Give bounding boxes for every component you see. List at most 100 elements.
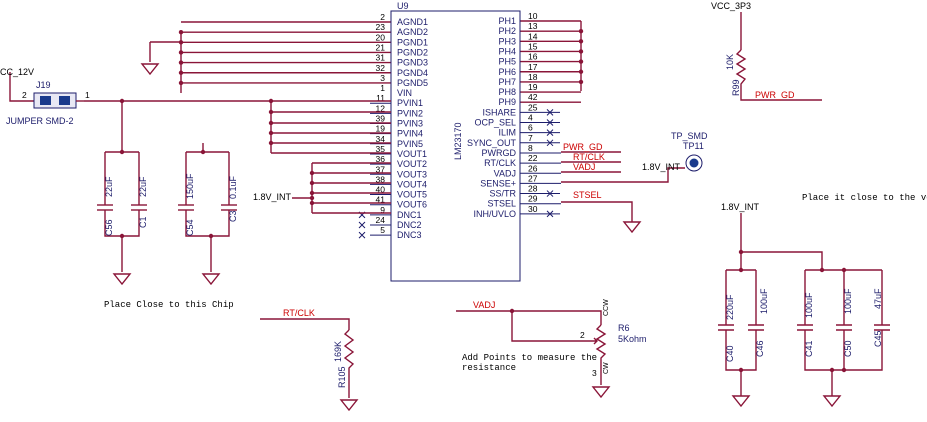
jumper-pin1: 1: [85, 90, 90, 100]
gnd-symbol-r6: [591, 386, 611, 399]
ic-pin-name: PVIN3: [397, 119, 423, 129]
junction-dot: [309, 170, 315, 176]
ic-pin-number: 20: [376, 32, 386, 42]
junction-dot: [309, 200, 315, 206]
capacitor-c3: [221, 200, 237, 214]
net-1v8-outcaps: 1.8V_INT: [721, 202, 760, 212]
ic-pin-name: PWRGD: [482, 148, 517, 158]
junction-dot: [841, 267, 847, 273]
gnd-bus-wire: [149, 33, 182, 93]
no-connect-mark: [546, 190, 554, 197]
gnd-symbol-out-left: [731, 395, 751, 408]
note-place-close-chip: Place Close to this Chip: [104, 300, 234, 310]
ic-pin-name: VOUT2: [397, 159, 427, 169]
ic-pin-name: OCP_SEL: [474, 118, 516, 128]
ic-pin-number: 16: [528, 52, 538, 62]
ic-pin-name: DNC1: [397, 210, 422, 220]
ic-pin-number: 42: [528, 92, 538, 102]
ic-pin-number: 3: [380, 73, 385, 83]
ic-pin-name: PVIN4: [397, 129, 423, 139]
ic-pin-number: 22: [528, 153, 538, 163]
capacitor-c50: [836, 320, 852, 335]
gnd-symbol-input-left: [112, 273, 132, 286]
junction-dot: [208, 233, 214, 239]
gnd-symbol-r105: [339, 399, 359, 412]
potentiometer-r6[interactable]: [595, 324, 607, 361]
ic-pin-name: PH7: [498, 77, 516, 87]
ic-pin-number: 37: [376, 164, 386, 174]
cap-c50-value: 100uF: [843, 288, 853, 314]
cap-c3-ref: C3: [228, 210, 238, 222]
note-place-close-vou: Place it close to the vou: [802, 193, 927, 203]
net-vadj-pin: VADJ: [573, 162, 595, 172]
testpoint-ref: TP11: [683, 141, 704, 151]
junction-dot: [268, 98, 274, 104]
ic-u9-ref: U9: [397, 1, 409, 11]
cap-c41-ref: C41: [804, 340, 814, 357]
ic-pin-number: 5: [380, 225, 385, 235]
junction-dot: [509, 308, 515, 314]
r6-pin3: 3: [592, 368, 597, 378]
testpoint-tp11-center: [689, 158, 699, 168]
junction-dot: [309, 190, 315, 196]
cap-c3-value: 0.1uF: [228, 175, 238, 199]
capacitor-c54: [178, 200, 194, 214]
capacitor-c1: [131, 200, 147, 214]
ic-pin-number: 41: [376, 195, 386, 205]
ic-pin-number: 36: [376, 154, 386, 164]
right-net-wires: [561, 151, 685, 222]
junction-dot: [738, 249, 744, 255]
junction-dot: [268, 130, 274, 136]
resistor-r99: [735, 49, 747, 88]
net-vadj-r6: VADJ: [473, 300, 495, 310]
cap-c46-value: 100uF: [759, 288, 769, 314]
ic-pin-number: 38: [376, 174, 386, 184]
capacitor-c56: [97, 200, 113, 214]
ic-pin-number: 14: [528, 31, 538, 41]
ic-pin-name: SS/TR: [489, 189, 516, 199]
junction-dot: [841, 367, 847, 373]
r105-wire: [260, 318, 350, 398]
ic-pin-name: VOUT5: [397, 190, 427, 200]
gnd-symbol-out-right: [822, 395, 842, 408]
junction-dot: [268, 120, 274, 126]
cap-c56-ref: C56: [104, 219, 114, 236]
ic-pin-name: PH9: [498, 97, 516, 107]
junction-dot: [268, 109, 274, 115]
no-connect-mark: [546, 139, 554, 147]
cap-c56-value: 22uF: [104, 176, 114, 197]
r105-value: 169K: [333, 341, 343, 362]
ic-u9-part: LM23170: [453, 122, 463, 160]
junction-dot: [819, 267, 825, 273]
ic-pin-name: VADJ: [494, 168, 516, 178]
net-pwr-gd-pin: PWR_GD: [563, 142, 603, 152]
ic-pin-number: 35: [376, 144, 386, 154]
ic-pin-number: 29: [528, 194, 538, 204]
ic-pin-name: PH5: [498, 57, 516, 67]
ic-pin-name: SENSE+: [480, 178, 516, 188]
cap-c40-ref: C40: [725, 345, 735, 362]
r105-ref: R105: [337, 366, 347, 388]
ic-pin-number: 24: [376, 215, 386, 225]
ic-pin-name: PH1: [498, 16, 516, 26]
junction-dot: [309, 180, 315, 186]
ic-pin-number: 15: [528, 41, 538, 51]
r99-ref: R99: [731, 79, 741, 96]
ic-pin-name: VOUT3: [397, 169, 427, 179]
cap-c54-value: 150uF: [185, 173, 195, 199]
cap-c1-ref: C1: [138, 216, 148, 228]
ic-pin-name: VOUT4: [397, 179, 427, 189]
ic-pin-name: VIN: [397, 88, 412, 98]
ic-pin-number: 18: [528, 72, 538, 82]
input-cap-ground-wire: [104, 214, 230, 272]
ic-pin-number: 28: [528, 184, 538, 194]
r6-ref: R6: [618, 323, 630, 333]
no-connect-mark: [546, 108, 554, 116]
vout-net-wire: [292, 162, 391, 214]
ic-pin-name: PVIN5: [397, 139, 423, 149]
ic-pin-name: PGND5: [397, 78, 428, 88]
jumper-pad-2: [59, 96, 70, 105]
ic-pin-number: 39: [376, 114, 386, 124]
cap-c45-value: 47uF: [873, 288, 883, 309]
